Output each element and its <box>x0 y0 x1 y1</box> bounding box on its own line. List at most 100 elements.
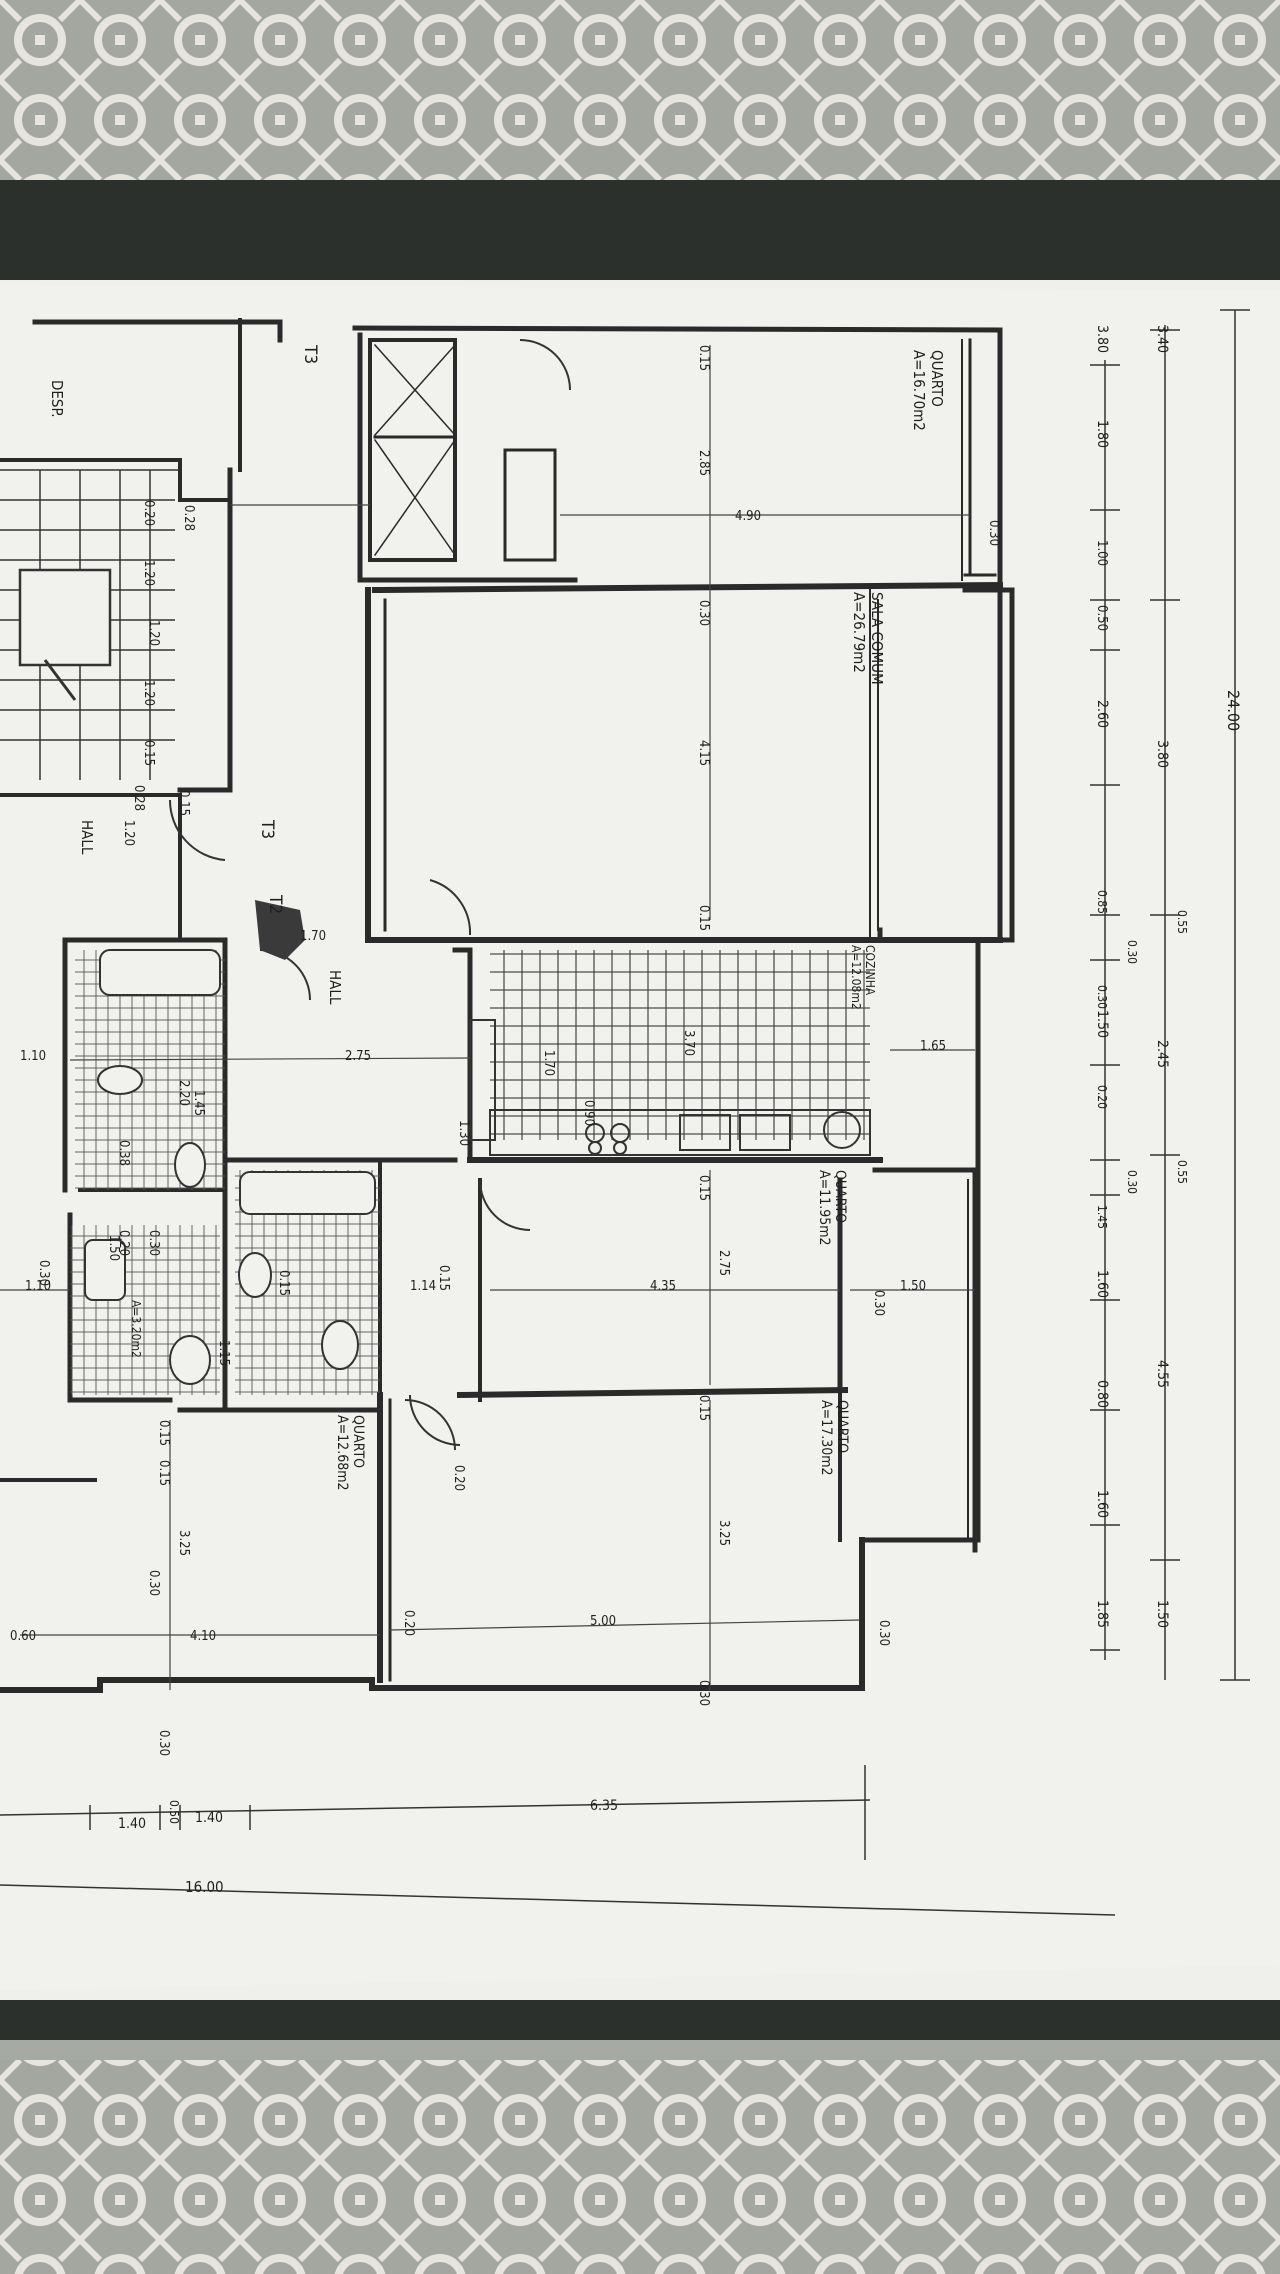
room-area-cozinha: A=12.08m2 <box>849 945 863 1010</box>
interior-dimension-lines <box>0 345 975 1690</box>
dim-outer-0: 3.40 <box>1154 325 1170 353</box>
dim-inner-3: 0.50 <box>1094 605 1109 631</box>
room-name-hall-top: HALL <box>78 820 96 855</box>
dim-total-24: 24.00 <box>1224 690 1243 731</box>
room-area-wc: A=3.20m2 <box>129 1300 143 1358</box>
dim-outer-2: 2.45 <box>1154 1040 1170 1068</box>
dim-bottom-3: 6.35 <box>590 1798 618 1814</box>
interior-dim-label: 1.50 <box>106 1235 121 1261</box>
dimension-lines-right <box>1090 309 1250 1681</box>
interior-dim-label: 1.45 <box>191 1090 206 1116</box>
room-area-quarto-left: A=12.68m2 <box>334 1415 350 1491</box>
interior-dim-label: 1.65 <box>920 1039 946 1054</box>
interior-dim-label: 1.10 <box>20 1049 46 1064</box>
interior-dim-label: 1.20 <box>146 620 161 646</box>
interior-dim-label: 3.70 <box>681 1030 696 1056</box>
dim-bottom-total: 16.00 <box>185 1878 224 1896</box>
kitchen-counter <box>469 1019 871 1156</box>
dim-inner-13: 1.85 <box>1094 1600 1110 1628</box>
room-name-desp: DESP. <box>48 380 66 418</box>
interior-dim-label: 0.30 <box>876 1620 891 1646</box>
dim-inner-5: 0.85 <box>1095 890 1109 914</box>
interior-dim-label: 0.90 <box>581 1100 596 1126</box>
room-name-quarto-left: QUARTO <box>350 1415 366 1468</box>
marker-t3-mid: T3 <box>257 819 277 839</box>
interior-dimension-labels: 0.15 2.85 4.90 0.30 0.30 4.15 0.15 3.70 1.65 0.15… <box>10 345 1001 1756</box>
door-swings <box>168 339 571 1451</box>
interior-dim-label: 0.15 <box>276 1270 291 1296</box>
interior-dim-label: 0.30 <box>146 1230 161 1256</box>
marker-t2: T2 <box>265 894 285 914</box>
interior-dim-label: 5.00 <box>590 1614 616 1629</box>
dim-inner-2: 1.00 <box>1094 540 1109 566</box>
staircase <box>0 469 180 780</box>
interior-dim-label: 1.70 <box>300 929 326 944</box>
dim-inner-small-1: 0.30 <box>1125 1170 1139 1194</box>
interior-dim-label: 0.60 <box>10 1629 36 1644</box>
interior-dim-label: 0.15 <box>156 1460 171 1486</box>
tablecloth-pattern-bottom <box>0 2060 1280 2274</box>
t2-hatched-mark <box>255 900 305 960</box>
interior-dim-label: 0.30 <box>696 1680 711 1706</box>
interior-dim-label: 0.20 <box>451 1465 466 1491</box>
dim-outer-small-0: 0.55 <box>1175 910 1189 934</box>
interior-dim-label: 0.15 <box>696 345 711 371</box>
room-name-quarto-low: QUARTO <box>834 1400 850 1453</box>
interior-dim-label: 2.20 <box>176 1080 191 1106</box>
interior-dim-label: 1.14 <box>410 1279 436 1294</box>
interior-dim-label: 0.30 <box>156 1730 171 1756</box>
interior-dim-label: 0.30 <box>146 1570 161 1596</box>
dim-inner-4: 2.60 <box>1094 700 1110 728</box>
interior-dim-label: 2.85 <box>696 450 711 476</box>
interior-dim-label: 0.30 <box>36 1260 51 1286</box>
interior-dim-label: 1.20 <box>121 820 136 846</box>
dim-outer-small-1: 0.55 <box>1175 1160 1189 1184</box>
room-name-quarto-mid: QUARTO <box>832 1170 848 1223</box>
interior-dim-label: 3.25 <box>176 1530 191 1556</box>
interior-dim-label: 0.30 <box>986 520 1001 546</box>
dim-outer-1: 3.80 <box>1154 740 1170 768</box>
interior-dim-label: 4.35 <box>650 1279 676 1294</box>
interior-dim-label: 0.15 <box>176 790 191 816</box>
dim-inner-1: 1.80 <box>1094 420 1110 448</box>
room-area-quarto-top: A=16.70m2 <box>910 350 928 431</box>
dim-inner-6: 0.30 <box>1095 985 1109 1009</box>
dim-outer-4: 1.50 <box>1154 1600 1170 1628</box>
dim-inner-9: 1.45 <box>1095 1205 1109 1229</box>
room-name-sala: SALA COMUM <box>868 592 886 685</box>
kitchen-tile-floor <box>490 950 870 1140</box>
dim-inner-12: 1.60 <box>1094 1490 1110 1518</box>
room-area-quarto-mid: A=11.95m2 <box>816 1170 832 1246</box>
dim-inner-0: 3.80 <box>1094 325 1110 353</box>
dim-bottom-0: 1.40 <box>118 1816 146 1832</box>
interior-dim-label: 0.20 <box>401 1610 416 1636</box>
dim-inner-small-0: 0.30 <box>1125 940 1139 964</box>
dim-outer-3: 4.55 <box>1154 1360 1170 1388</box>
interior-dim-label: 0.15 <box>696 1175 711 1201</box>
room-name-quarto-top: QUARTO <box>928 350 946 407</box>
interior-dim-label: 4.15 <box>696 740 711 766</box>
interior-dim-label: 1.30 <box>456 1120 471 1146</box>
tablecloth-pattern-top <box>0 0 1280 180</box>
interior-dim-label: 1.15 <box>216 1340 231 1366</box>
interior-dim-label: 3.25 <box>716 1520 731 1546</box>
walls <box>0 318 1015 1693</box>
interior-dim-label: 0.28 <box>131 785 146 811</box>
bathroom-fixtures <box>84 949 376 1385</box>
interior-dim-label: 1.70 <box>541 1050 556 1076</box>
room-area-quarto-low: A=17.30m2 <box>818 1400 834 1476</box>
dimension-lines-bottom <box>0 1765 1116 1916</box>
interior-dim-label: 0.20 <box>116 1230 131 1256</box>
interior-dim-label: 0.38 <box>116 1140 131 1166</box>
interior-dim-label: 2.75 <box>345 1049 371 1064</box>
marker-t3-top: T3 <box>300 344 320 364</box>
room-area-sala: A=26.79m2 <box>850 592 868 673</box>
dim-bottom-2: 1.40 <box>195 1810 223 1826</box>
dim-inner-8: 0.20 <box>1095 1085 1109 1109</box>
interior-dim-label: 4.90 <box>735 509 761 524</box>
interior-dim-label: 2.75 <box>716 1250 731 1276</box>
dim-inner-10: 1.60 <box>1094 1270 1110 1298</box>
room-name-cozinha: COZINHA <box>863 945 877 996</box>
